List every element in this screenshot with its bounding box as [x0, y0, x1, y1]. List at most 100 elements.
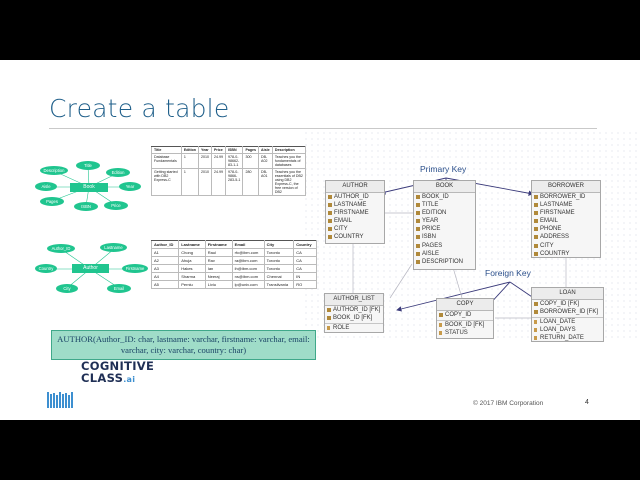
author-table-header-cell: Country [293, 240, 317, 249]
book-table-cell: Getting started with DB2 Express-C [151, 168, 182, 196]
book-table-cell: 1 [180, 153, 200, 169]
book-table-cell: 280 [242, 168, 260, 196]
book-table-cell: 24.99 [211, 153, 226, 169]
author-table-cell: Toronto [263, 264, 295, 273]
schema-table-author-name: AUTHOR [326, 181, 384, 193]
book-table-header-cell: ISBN [224, 146, 244, 154]
author-table-cell: A1 [150, 248, 180, 257]
book-table-cell: 978-0-98662-83-1-1 [224, 153, 244, 169]
author-table-cell: CA [293, 256, 317, 265]
slide: Create a table Title Edition Description… [0, 60, 640, 420]
er-attr-isbn: ISBN [74, 202, 98, 211]
er-attr-price: Price [104, 201, 128, 210]
author-table-header-cell: Firstname [204, 240, 233, 249]
schema-field: PRICE [414, 225, 475, 233]
author-table-cell: Ian [204, 264, 233, 273]
author-table-header-cell: City [263, 240, 295, 249]
books-logo-icon [47, 392, 73, 408]
primary-key-label: Primary Key [420, 164, 467, 174]
author-table-cell: ns@ibm.com [231, 272, 265, 281]
book-table-cell: 1 [180, 168, 200, 196]
page-number: 4 [585, 399, 589, 406]
author-table-cell: A4 [150, 272, 180, 281]
schema-field: BORROWER_ID [532, 193, 600, 201]
schema-field: FIRSTNAME [326, 209, 384, 217]
er-attr-email: Email [107, 284, 131, 293]
author-table-cell: Raul [204, 248, 233, 257]
author-table-cell: Rav [204, 256, 233, 265]
schema-field: BOOK_ID [414, 193, 475, 201]
title-divider [49, 128, 597, 129]
er-attr-edition: Edition [106, 168, 130, 177]
author-table-cell: lp@univ.com [231, 280, 265, 289]
book-table-cell: Database Fundamentals [151, 153, 182, 169]
schema-field: CITY [326, 225, 384, 233]
slide-title: Create a table [49, 94, 230, 123]
schema-field: TITLE [414, 201, 475, 209]
schema-table-copy: COPY COPY_ID BOOK_ID [FK]STATUS [436, 298, 494, 339]
author-table-cell: CA [293, 248, 317, 257]
schema-table-borrower-name: BORROWER [532, 181, 600, 193]
er-attr-year: Year [119, 182, 141, 191]
cognitive-class-logo: COGNITIVE CLASS.ai [81, 360, 154, 386]
book-table-header-cell: Aisle [258, 146, 273, 154]
schema-field: COUNTRY [532, 250, 600, 258]
er-entity-book: Book [70, 183, 108, 192]
schema-field: EMAIL [326, 217, 384, 225]
author-table-cell: Toronto [263, 248, 295, 257]
author-table-cell: Chong [178, 248, 206, 257]
schema-field: AISLE [414, 250, 475, 258]
book-table-header-cell: Edition [180, 146, 200, 154]
book-table-header-cell: Year [198, 146, 212, 154]
book-table-cell: 24.99 [211, 168, 226, 196]
book-table-cell: Teaches you the essentials of DB2 using … [271, 168, 307, 196]
author-table-header-cell: Email [231, 240, 265, 249]
book-table-cell: 2010 [198, 153, 212, 169]
author-table-cell: IN [293, 272, 317, 281]
book-table-cell: 300 [242, 153, 260, 169]
schema-field: BOOK_ID [FK] [325, 314, 383, 322]
schema-table-loan: LOAN COPY_ID [FK]BORROWER_ID [FK] LOAN_D… [531, 287, 604, 342]
schema-field: ADDRESS [532, 233, 600, 241]
schema-field: FIRSTNAME [532, 209, 600, 217]
author-table-header-cell: Lastname [178, 240, 206, 249]
copyright-notice: © 2017 IBM Corporation [473, 400, 544, 407]
book-table-header-cell: Description [271, 146, 307, 154]
schema-field: COPY_ID [437, 311, 493, 319]
schema-table-author-list-name: AUTHOR_LIST [325, 294, 383, 306]
schema-table-author-list: AUTHOR_LIST AUTHOR_ID [FK]BOOK_ID [FK] R… [324, 293, 384, 333]
schema-field: PAGES [414, 242, 475, 250]
schema-field: BOOK_ID [FK] [437, 321, 493, 329]
schema-table-loan-name: LOAN [532, 288, 603, 300]
schema-table-book-name: BOOK [414, 181, 475, 193]
schema-field: LOAN_DATE [532, 318, 603, 326]
er-attr-title: Title [76, 161, 100, 170]
book-table-cell: 2010 [198, 168, 212, 196]
author-table-cell: CA [293, 264, 317, 273]
author-table-cell: A2 [150, 256, 180, 265]
er-attr-author-id: Author_ID [47, 244, 75, 253]
schema-field: COUNTRY [326, 233, 384, 241]
author-table-cell: Liviu [204, 280, 233, 289]
author-table-cell: Neeraj [204, 272, 233, 281]
schema-field: EMAIL [532, 217, 600, 225]
er-attr-aisle: Aisle [35, 182, 57, 191]
author-table-cell: Chennai [263, 272, 295, 281]
author-table-cell: Transilvania [263, 280, 295, 289]
book-table-cell: DB-A02 [258, 153, 273, 169]
er-attr-description: Description [40, 166, 68, 175]
er-attr-lastname: Lastname [100, 243, 127, 252]
schema-field: LASTNAME [326, 201, 384, 209]
schema-field: STATUS [437, 329, 493, 337]
schema-field: EDITION [414, 209, 475, 217]
schema-field: ISBN [414, 233, 475, 241]
schema-field: CITY [532, 242, 600, 250]
